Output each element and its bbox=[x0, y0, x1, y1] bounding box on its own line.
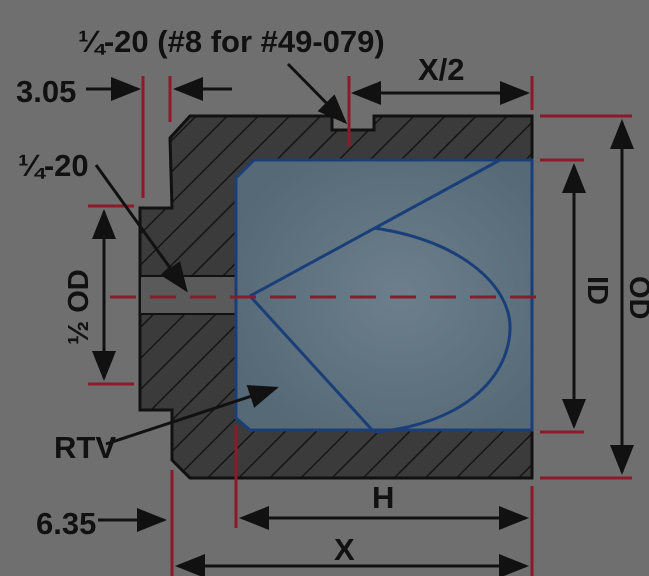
thread-label: ¼-20 bbox=[18, 148, 89, 183]
dim-3-05-label: 3.05 bbox=[16, 74, 76, 109]
id-label: ID bbox=[581, 276, 613, 305]
half-od-label: ½ OD bbox=[63, 269, 95, 345]
lens-cone-top bbox=[249, 158, 501, 298]
x-label: X bbox=[334, 532, 355, 567]
dimension-arrows bbox=[86, 62, 634, 576]
od-label: OD bbox=[623, 276, 649, 320]
lens-curve bbox=[373, 226, 512, 434]
rtv-label: RTV bbox=[54, 430, 116, 465]
lens-cone-bottom bbox=[248, 294, 376, 434]
thread-bore bbox=[139, 275, 237, 315]
thread-note-label: ¼-20 (#8 for #49-079) bbox=[78, 24, 385, 59]
x-half-label: X/2 bbox=[418, 52, 465, 87]
lens-cavity bbox=[234, 158, 534, 432]
h-label: H bbox=[372, 480, 394, 515]
dim-6-35-label: 6.35 bbox=[36, 506, 96, 541]
